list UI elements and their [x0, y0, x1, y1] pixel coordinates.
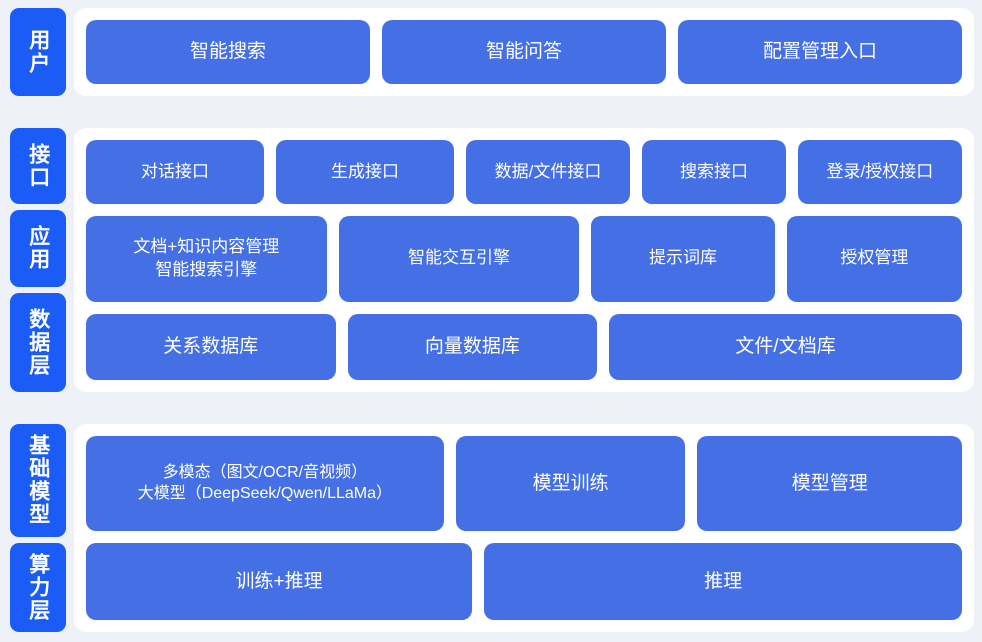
box-training-inference-label: 训练+推理 [235, 570, 323, 592]
box-intelligent-search-label: 智能搜索 [189, 41, 266, 63]
box-multimodal-large-model-stack: 多模态（图文/OCR/音视频） 大模型（DeepSeek/Qwen/LLaMa） [138, 462, 392, 504]
rail-label-data-layer[interactable]: 数据层 [10, 292, 66, 392]
box-relational-database-label: 关系数据库 [163, 336, 259, 358]
box-prompt-library-label: 提示词库 [649, 248, 717, 268]
rail-label-interface[interactable]: 接口 [10, 128, 66, 205]
box-login-auth-interface-label: 登录/授权接口 [826, 161, 934, 181]
box-inference[interactable]: 推理 [484, 542, 962, 621]
box-model-training-label: 模型训练 [532, 472, 609, 494]
bottom-panel: 多模态（图文/OCR/音视频） 大模型（DeepSeek/Qwen/LLaMa）… [74, 424, 974, 632]
rail-label-compute-layer-text: 算力层 [26, 552, 50, 622]
box-intelligent-qa-label: 智能问答 [485, 41, 562, 63]
box-intelligent-qa[interactable]: 智能问答 [382, 20, 666, 84]
box-relational-database[interactable]: 关系数据库 [86, 313, 336, 380]
rail-label-application[interactable]: 应用 [10, 210, 66, 287]
box-vector-database-label: 向量数据库 [424, 336, 520, 358]
box-config-management-entry[interactable]: 配置管理入口 [678, 20, 962, 84]
rail-label-user-text: 用户 [26, 29, 50, 75]
middle-group: 接口 应用 数据层 对话接口 生成接口 数据/文件接口 [0, 120, 982, 400]
box-generation-interface-label: 生成接口 [330, 161, 399, 181]
foundation-model-row: 多模态（图文/OCR/音视频） 大模型（DeepSeek/Qwen/LLaMa）… [86, 436, 962, 531]
band-gap-bottom [0, 400, 982, 416]
box-generation-interface[interactable]: 生成接口 [275, 140, 454, 204]
box-intelligent-interaction-engine-label: 智能交互引擎 [407, 248, 510, 268]
box-doc-knowledge-management[interactable]: 文档+知识内容管理 智能搜索引擎 [86, 215, 327, 302]
middle-panel: 对话接口 生成接口 数据/文件接口 搜索接口 登录/授权接口 [74, 128, 974, 392]
bottom-group-rail: 基础模型 算力层 [10, 424, 66, 632]
box-vector-database[interactable]: 向量数据库 [347, 313, 598, 380]
application-row: 文档+知识内容管理 智能搜索引擎 智能交互引擎 提示词库 授权管理 [86, 215, 962, 302]
box-doc-knowledge-management-line-1: 文档+知识内容管理 [133, 237, 280, 257]
rail-label-foundation-model-text: 基础模型 [26, 434, 50, 527]
box-authorization-management-label: 授权管理 [840, 248, 909, 268]
box-login-auth-interface[interactable]: 登录/授权接口 [797, 140, 962, 204]
box-model-training[interactable]: 模型训练 [455, 436, 686, 531]
box-config-management-entry-label: 配置管理入口 [762, 41, 877, 63]
box-data-file-interface[interactable]: 数据/文件接口 [465, 140, 631, 204]
box-model-management[interactable]: 模型管理 [697, 436, 962, 531]
middle-group-rail: 接口 应用 数据层 [10, 128, 66, 392]
box-multimodal-large-model-line-2: 大模型（DeepSeek/Qwen/LLaMa） [137, 485, 393, 503]
box-file-document-store[interactable]: 文件/文档库 [609, 313, 962, 380]
band-gap-top [0, 104, 982, 120]
box-dialog-interface-label: 对话接口 [140, 161, 209, 181]
box-file-document-store-label: 文件/文档库 [735, 336, 836, 358]
bottom-group: 基础模型 算力层 多模态（图文/OCR/音视频） 大模型（DeepSeek/Qw… [0, 416, 982, 642]
user-row: 智能搜索 智能问答 配置管理入口 [86, 20, 962, 84]
box-search-interface[interactable]: 搜索接口 [642, 140, 786, 204]
box-dialog-interface[interactable]: 对话接口 [86, 140, 264, 204]
box-doc-knowledge-management-stack: 文档+知识内容管理 智能搜索引擎 [133, 236, 279, 281]
interface-row: 对话接口 生成接口 数据/文件接口 搜索接口 登录/授权接口 [86, 140, 962, 204]
rail-label-user[interactable]: 用户 [10, 8, 66, 96]
user-group: 用户 智能搜索 智能问答 配置管理入口 [0, 0, 982, 104]
box-doc-knowledge-management-line-2: 智能搜索引擎 [155, 259, 258, 279]
box-search-interface-label: 搜索接口 [679, 161, 748, 181]
box-prompt-library[interactable]: 提示词库 [591, 215, 775, 302]
box-data-file-interface-label: 数据/文件接口 [494, 161, 602, 181]
box-multimodal-large-model-line-1: 多模态（图文/OCR/音视频） [162, 464, 368, 482]
rail-label-application-text: 应用 [26, 225, 50, 272]
rail-label-data-layer-text: 数据层 [26, 307, 50, 377]
data-row: 关系数据库 向量数据库 文件/文档库 [86, 313, 962, 380]
rail-label-compute-layer[interactable]: 算力层 [10, 542, 66, 632]
box-authorization-management[interactable]: 授权管理 [786, 215, 962, 302]
box-training-inference[interactable]: 训练+推理 [86, 542, 473, 621]
box-inference-label: 推理 [704, 570, 743, 592]
rail-label-foundation-model[interactable]: 基础模型 [10, 424, 66, 537]
box-intelligent-search[interactable]: 智能搜索 [86, 20, 370, 84]
compute-row: 训练+推理 推理 [86, 542, 962, 621]
rail-label-interface-text: 接口 [26, 143, 50, 190]
box-multimodal-large-model[interactable]: 多模态（图文/OCR/音视频） 大模型（DeepSeek/Qwen/LLaMa） [86, 436, 444, 531]
user-group-rail: 用户 [10, 8, 66, 96]
box-model-management-label: 模型管理 [791, 472, 868, 494]
box-intelligent-interaction-engine[interactable]: 智能交互引擎 [338, 215, 580, 302]
user-panel: 智能搜索 智能问答 配置管理入口 [74, 8, 974, 96]
